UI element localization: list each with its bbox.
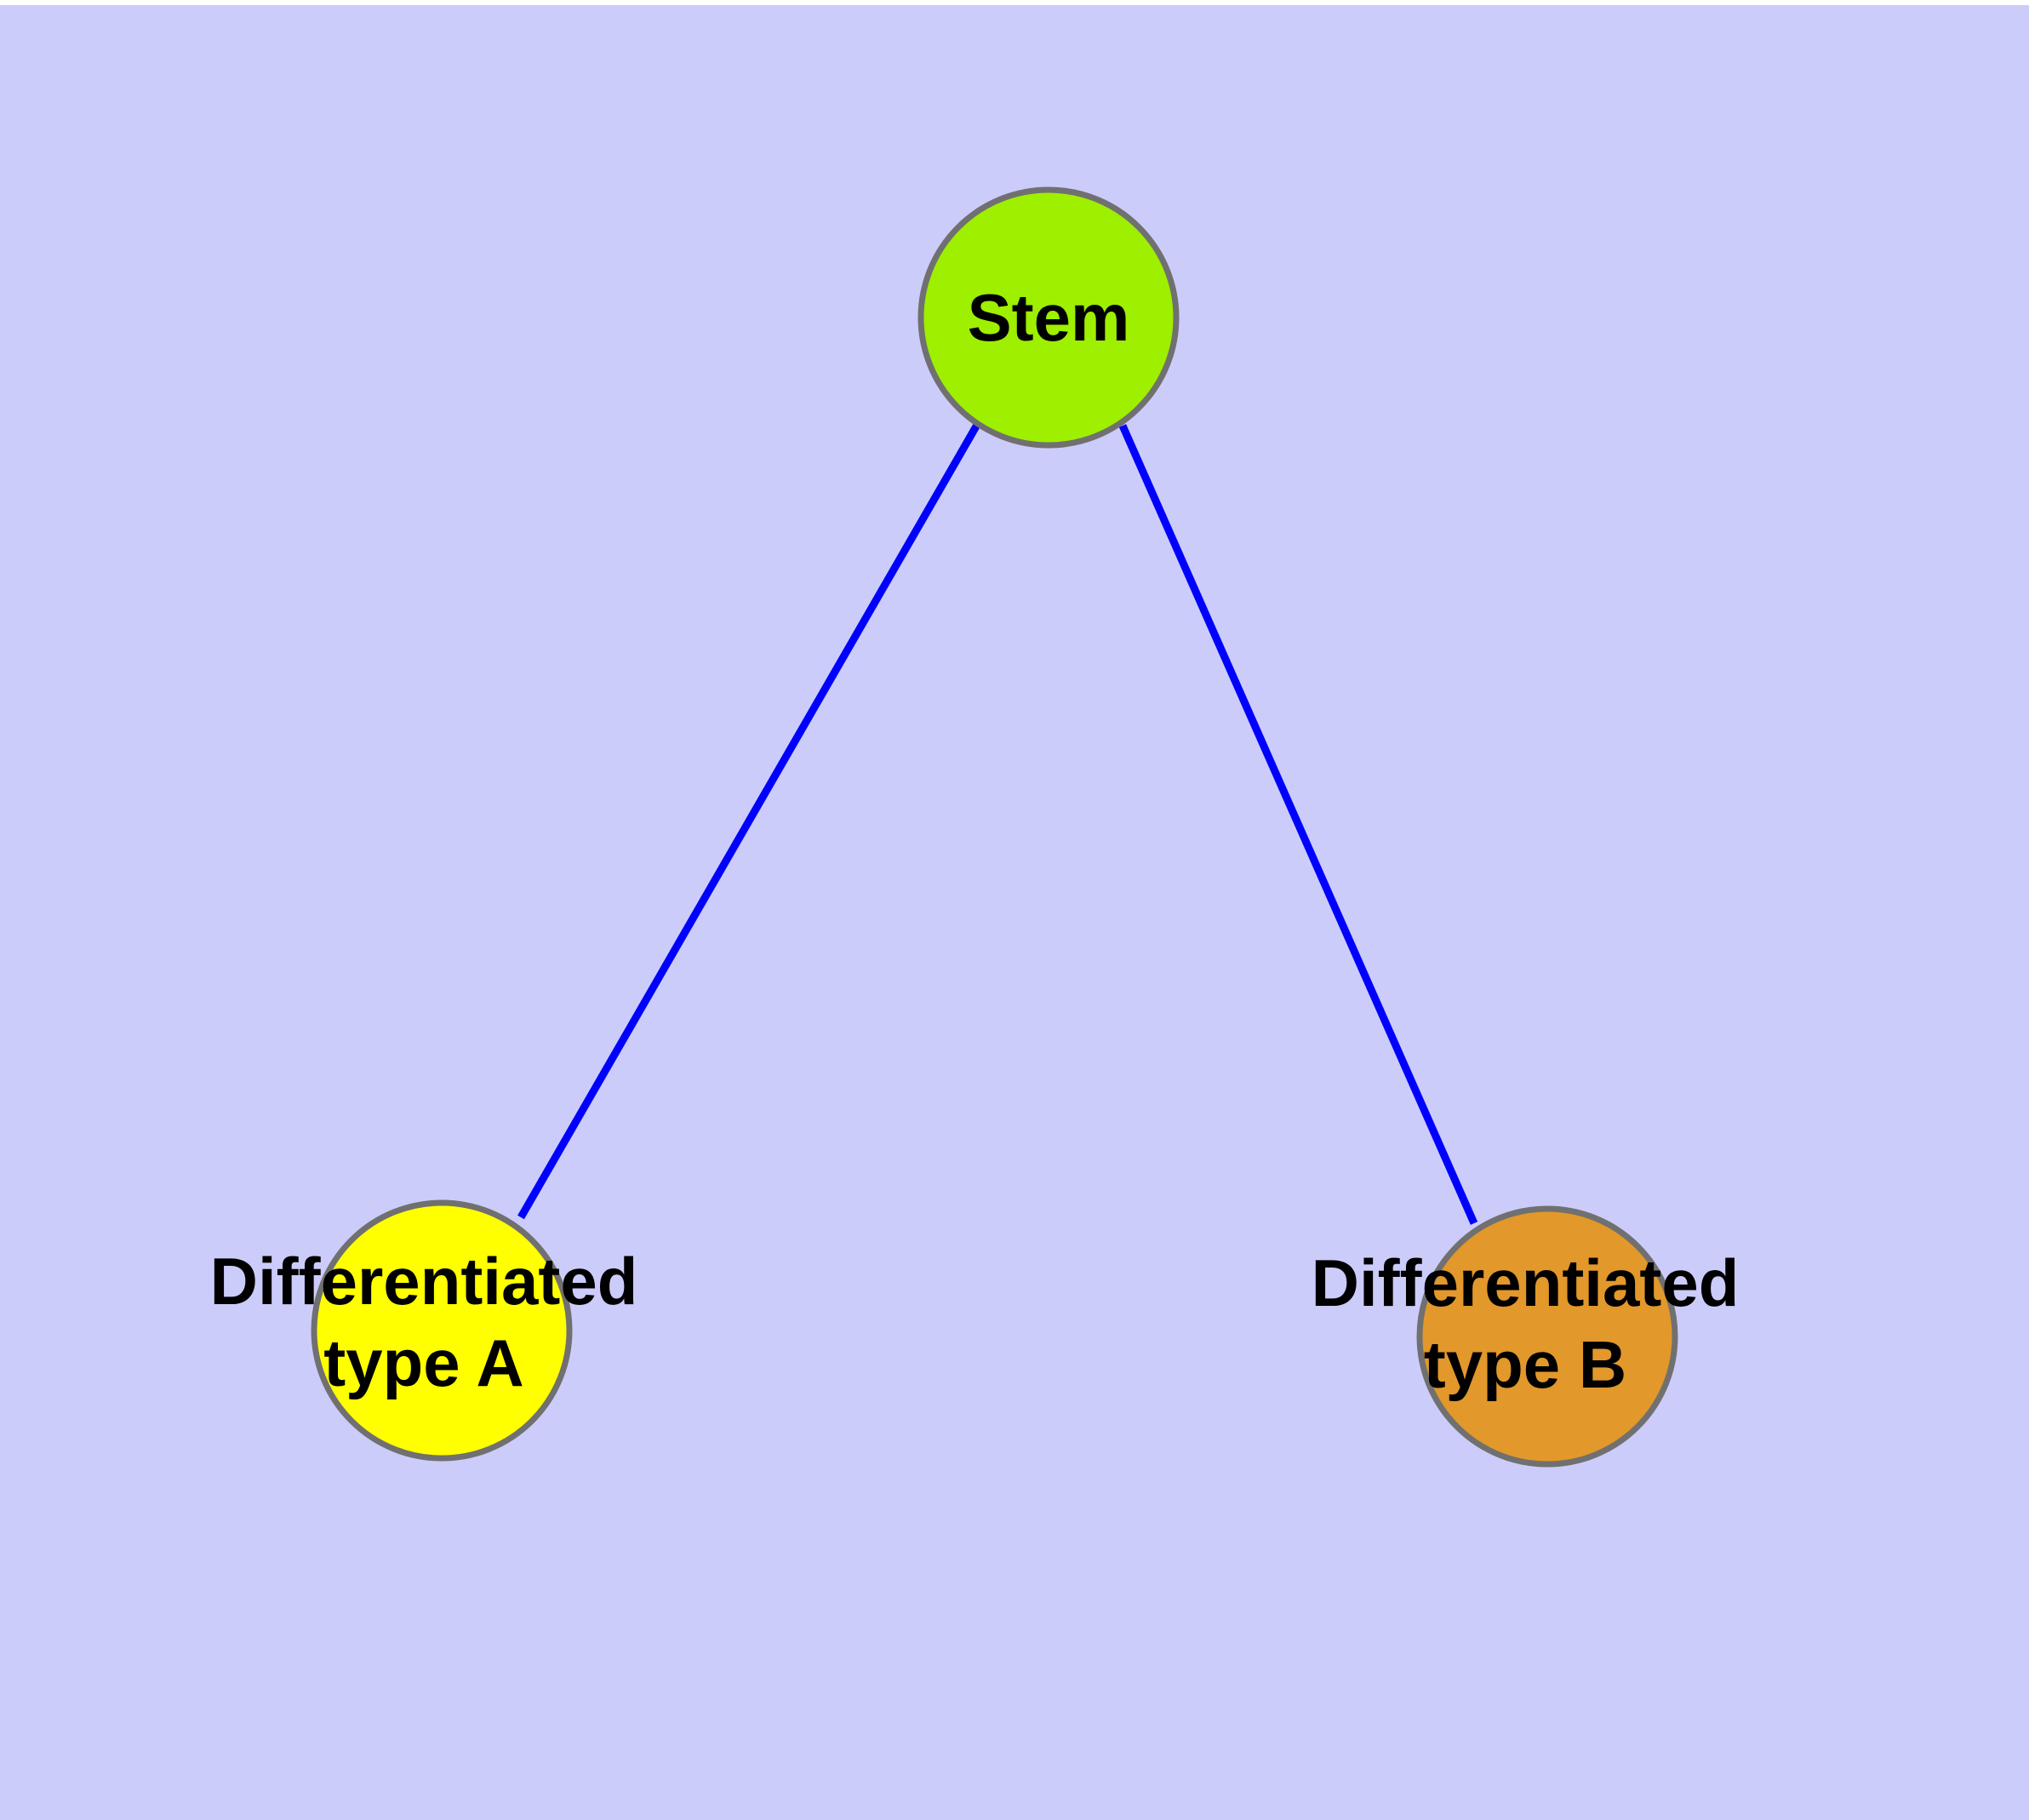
node-stem-label: Stem xyxy=(968,280,1130,355)
edge-stem-to-differentiated-type-a[interactable] xyxy=(517,422,980,1220)
edge-layer xyxy=(517,422,1478,1225)
edge-stem-to-differentiated-type-b[interactable] xyxy=(1118,424,1478,1225)
node-differentiated-type-a[interactable] xyxy=(311,1199,573,1462)
node-layer xyxy=(311,186,1678,1468)
node-stem-circle[interactable] xyxy=(917,186,1180,449)
node-differentiated-type-b[interactable] xyxy=(1416,1205,1678,1468)
node-differentiated-type-a-circle[interactable] xyxy=(311,1199,573,1462)
node-differentiated-type-b-circle[interactable] xyxy=(1416,1205,1678,1468)
node-stem[interactable] xyxy=(917,186,1180,449)
